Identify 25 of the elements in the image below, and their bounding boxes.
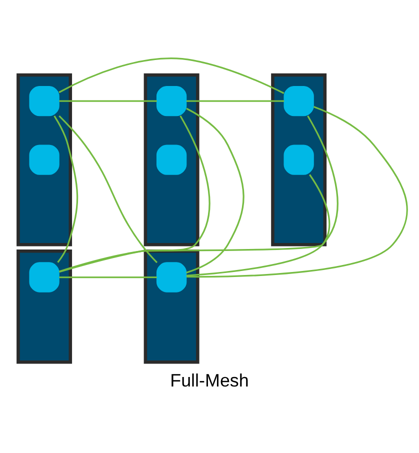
node-box xyxy=(156,144,187,175)
node-box xyxy=(156,86,187,116)
cluster xyxy=(144,73,200,246)
node-box xyxy=(29,144,60,175)
node-box xyxy=(284,86,314,116)
caption: Full-Mesh xyxy=(170,370,249,390)
node-box xyxy=(29,86,60,116)
cluster xyxy=(16,250,72,364)
connector xyxy=(186,106,408,278)
node-box xyxy=(156,262,187,292)
connector xyxy=(59,115,210,273)
connector xyxy=(59,100,157,102)
cluster xyxy=(144,250,200,364)
connector xyxy=(186,174,330,276)
connector xyxy=(59,276,157,278)
connector xyxy=(58,115,338,272)
connector xyxy=(186,100,284,102)
cluster xyxy=(271,73,327,246)
connector xyxy=(186,108,244,274)
node-box xyxy=(29,262,60,292)
cluster xyxy=(16,73,72,246)
connector xyxy=(54,115,78,263)
connector xyxy=(58,58,284,94)
node-box xyxy=(284,144,314,175)
connector xyxy=(58,115,158,264)
